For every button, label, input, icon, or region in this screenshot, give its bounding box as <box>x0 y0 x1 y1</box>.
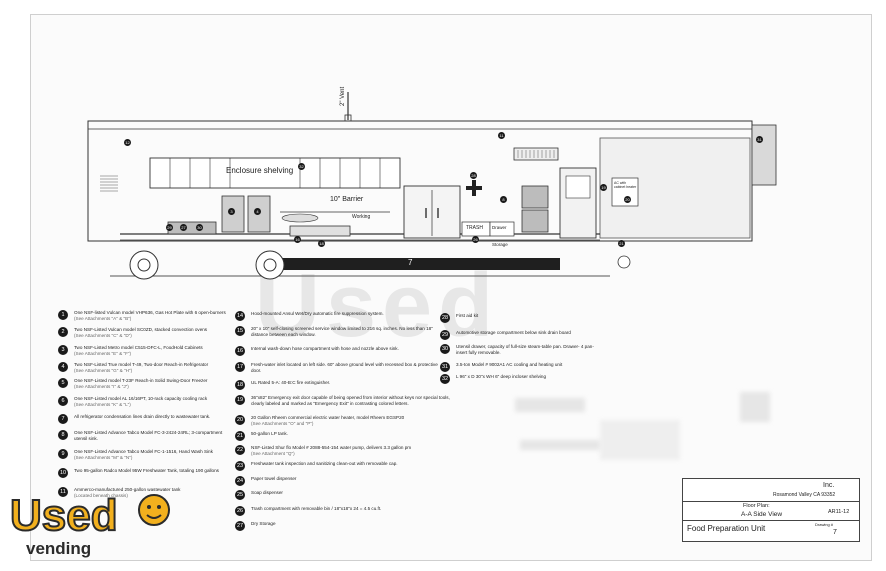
enclosure-shelving <box>149 157 401 189</box>
convection-oven <box>521 209 549 233</box>
drawing-code: AR11-12 <box>828 509 850 515</box>
barrier-label: 10" Barrier <box>330 196 364 203</box>
callout-31: 31 <box>756 136 763 143</box>
wheel <box>129 250 285 280</box>
callout-3b: 4 <box>254 208 267 215</box>
storage-drawer <box>489 221 515 237</box>
callout-13: 12 <box>124 139 131 146</box>
convection-oven <box>521 185 549 209</box>
exhaust-hood <box>513 147 559 161</box>
drawing-number: 7 <box>833 529 837 536</box>
view-label: A-A Side View <box>741 511 783 518</box>
callout-16: 16 <box>294 236 301 243</box>
callout-29: 29 <box>166 224 173 231</box>
drawing-number-label: Drawing # <box>815 522 834 527</box>
callout-26: 26 <box>472 236 479 243</box>
used-vending-logo: Used vending <box>8 488 178 563</box>
used-watermark: Used <box>255 256 500 356</box>
drawer-label: Drawer <box>492 225 507 230</box>
storage-label: Storage <box>492 242 508 247</box>
first-aid-icon <box>466 180 482 196</box>
logo-vending-text: vending <box>26 539 91 558</box>
callout-27: 27 <box>180 224 187 231</box>
floor-plan-label: Floor Plan: <box>743 503 770 509</box>
callout-12: 11 <box>498 132 505 139</box>
drawing-sheet <box>30 14 872 561</box>
logo-used-text: Used <box>10 491 118 540</box>
callout-20: 20 <box>624 196 631 203</box>
redacted-area <box>515 398 585 412</box>
callout-32: 32 <box>298 163 305 170</box>
lp-tank <box>617 255 631 269</box>
enclosure-shelving-label: Enclosure shelving <box>226 166 294 175</box>
trash-label: TRASH <box>466 225 483 231</box>
callout-28: 28 <box>470 172 477 179</box>
callout-19: 19 <box>600 184 607 191</box>
sink <box>289 225 351 237</box>
callout-18: 18 <box>318 240 325 247</box>
tank-number: 7 <box>408 258 413 267</box>
water-tank <box>260 258 560 270</box>
vent-label: 2" Vent <box>340 86 346 106</box>
ac-label: AC with cabinet heater <box>614 181 637 189</box>
callout-8: 8 <box>500 196 513 203</box>
company-name: Inc. <box>823 482 835 489</box>
working-label: Working <box>352 214 371 220</box>
redacted-area <box>520 440 600 450</box>
vent-grille <box>100 175 118 192</box>
callout-30: 30 <box>196 224 203 231</box>
redacted-area <box>600 420 680 460</box>
unit-name: Food Preparation Unit <box>687 524 766 533</box>
callout-21: 21 <box>618 240 625 247</box>
company-address: Rosamond Valley CA 93352 <box>773 492 836 498</box>
callout-3: 3 <box>228 208 241 215</box>
redacted-area <box>740 392 770 422</box>
title-block: Inc. Rosamond Valley CA 93352 Floor Plan… <box>682 478 860 542</box>
